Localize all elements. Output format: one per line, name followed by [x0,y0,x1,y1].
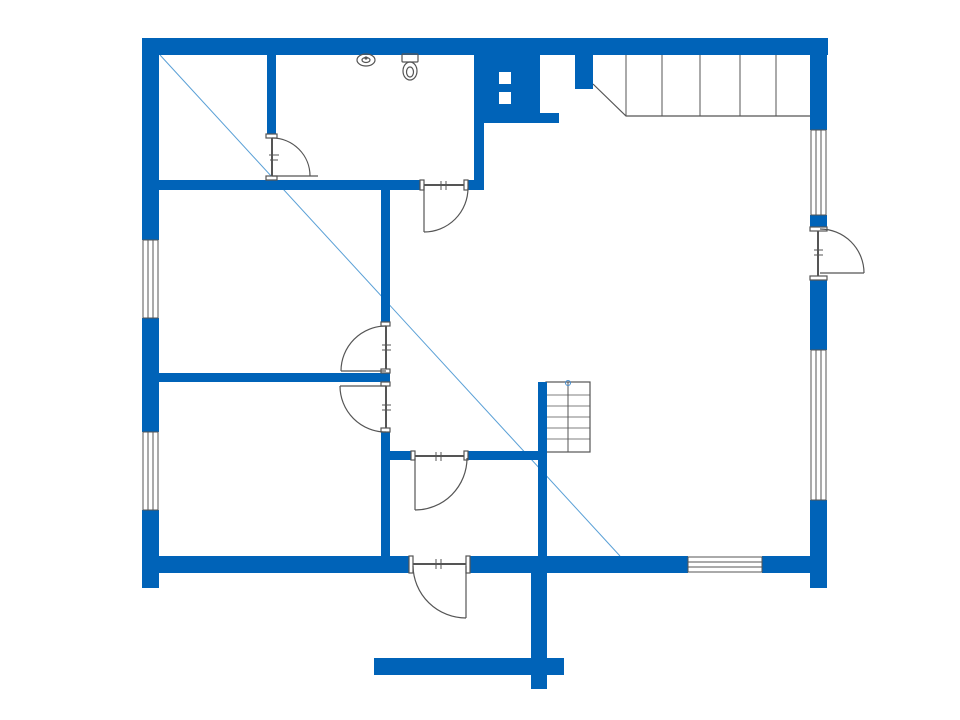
outer-wall-top [142,38,828,55]
windows [142,129,827,573]
outer-wall-right-top [810,38,827,130]
porch-wall-horizontal [374,658,564,675]
window-right-upper [810,129,827,216]
wall-hall-right [538,382,547,557]
shaft-opening [540,73,575,113]
door-bedroom-2 [339,381,391,433]
wall-corridor-vertical-upper [381,190,390,322]
outer-wall-bottom-right [762,556,827,573]
outer-wall-right-middle [810,280,827,350]
shaft-block-main [484,55,540,123]
door-corner-room [265,133,318,181]
outer-wall-right-stub [810,215,827,227]
walls [142,38,828,689]
wall-hall-top-left [381,451,411,460]
main-staircase [592,54,810,117]
wall-bedrooms-divider [142,373,390,382]
outer-wall-bottom-left [142,556,409,573]
wall-bathroom-left [267,38,276,134]
door-bedroom-1 [340,321,391,374]
outer-wall-bottom-middle [470,556,688,573]
toilet-icon [401,53,419,81]
wall-hall-top-right [468,451,546,460]
door-hall [410,450,469,511]
stair-marker [565,380,571,386]
shaft-block-right [575,55,593,89]
outer-wall-right-lower [810,500,827,588]
door-entrance [408,555,471,619]
wall-corridor-vertical-lower [381,432,390,573]
outer-wall-left-lower [142,510,159,588]
doors [265,133,865,619]
window-left-upper [142,239,159,319]
shaft-void [499,92,511,104]
shaft-void [499,72,511,84]
window-right-lower [810,349,827,501]
wall-bathroom-right [474,38,484,190]
outer-wall-left-upper [142,38,159,240]
window-left-lower [142,431,159,511]
door-terrace [809,226,865,281]
wall-upper-horizontal [142,180,420,190]
sink-icon [356,53,376,67]
window-bottom [687,556,763,573]
shaft-block-bottom [484,113,559,123]
hinge-marks [269,154,823,569]
door-corridor-top [419,179,469,233]
